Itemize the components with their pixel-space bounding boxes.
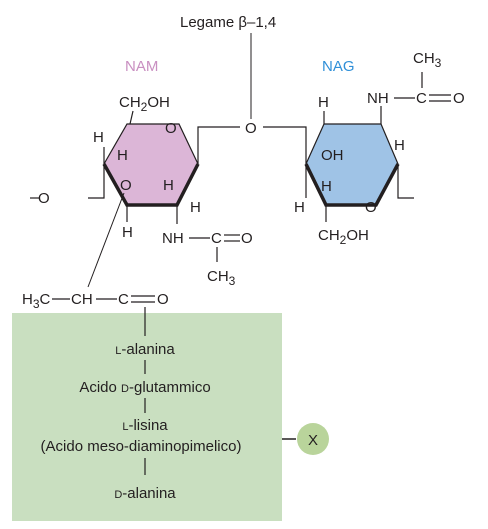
nam-c3-oxygen: O (120, 177, 132, 194)
nam-c3-h: H (122, 224, 133, 241)
glycosidic-bond-right (263, 126, 307, 164)
nag-c2-h: H (394, 137, 405, 154)
nam-acetyl-c: C (211, 230, 222, 247)
nag-c3-h-inner: H (321, 178, 332, 195)
x-circle (297, 423, 329, 455)
lactyl-carbonyl-c: C (118, 291, 129, 308)
x-label: X (308, 432, 318, 449)
nag-acetyl-o: O (453, 90, 465, 107)
nam-nh: NH (162, 230, 184, 247)
peptide-l-lisina: L-lisina (122, 417, 168, 434)
peptide-panel (12, 313, 282, 521)
glycosidic-oxygen: O (245, 120, 257, 137)
nag-c4-h: H (318, 94, 329, 111)
lactyl-ether-bond (87, 192, 125, 288)
nam-c4-oxygen-bond (88, 164, 105, 199)
lactyl-h3c: H3C (22, 291, 51, 311)
nag-c3-h-left: H (294, 199, 305, 216)
peptide-acido-d-glutammico: Acido D-glutammico (79, 379, 210, 396)
nag-ch2oh: CH2OH (318, 227, 369, 247)
peptide-d-alanina: D-alanina (114, 485, 176, 502)
nag-acetyl-ch3: CH3 (413, 50, 442, 70)
nag-oh: OH (321, 147, 344, 164)
nam-label: NAM (125, 58, 158, 75)
nam-ring-oxygen: O (165, 120, 177, 137)
nam-c5-ch2oh-bond (129, 110, 134, 125)
lactyl-carbonyl-o: O (157, 291, 169, 308)
peptide-meso-dap: (Acido meso-diaminopimelico) (41, 438, 242, 455)
left-oxygen-link: O (38, 190, 50, 207)
nam-ring-h-inner: H (117, 147, 128, 164)
nag-c1-open-bond (397, 164, 414, 199)
bond-label: Legame β–1,4 (180, 14, 276, 31)
nam-acetyl-o: O (241, 230, 253, 247)
nam-ch2oh: CH2OH (119, 94, 170, 114)
nag-ring-oxygen: O (365, 199, 377, 216)
nag-label: NAG (322, 58, 355, 75)
glycosidic-bond-left (197, 126, 240, 164)
nam-acetyl-ch3: CH3 (207, 268, 236, 288)
nam-ring-front-edge (102, 163, 200, 207)
nam-c2-h-inner: H (163, 177, 174, 194)
lactyl-ch: CH (71, 291, 93, 308)
peptide-l-alanina: L-alanina (115, 341, 175, 358)
nam-c4-h-up: H (93, 129, 104, 146)
nag-ring-front-edge (304, 163, 400, 207)
nam-c1-h: H (190, 199, 201, 216)
nag-nh: NH (367, 90, 389, 107)
nag-acetyl-c: C (416, 90, 427, 107)
